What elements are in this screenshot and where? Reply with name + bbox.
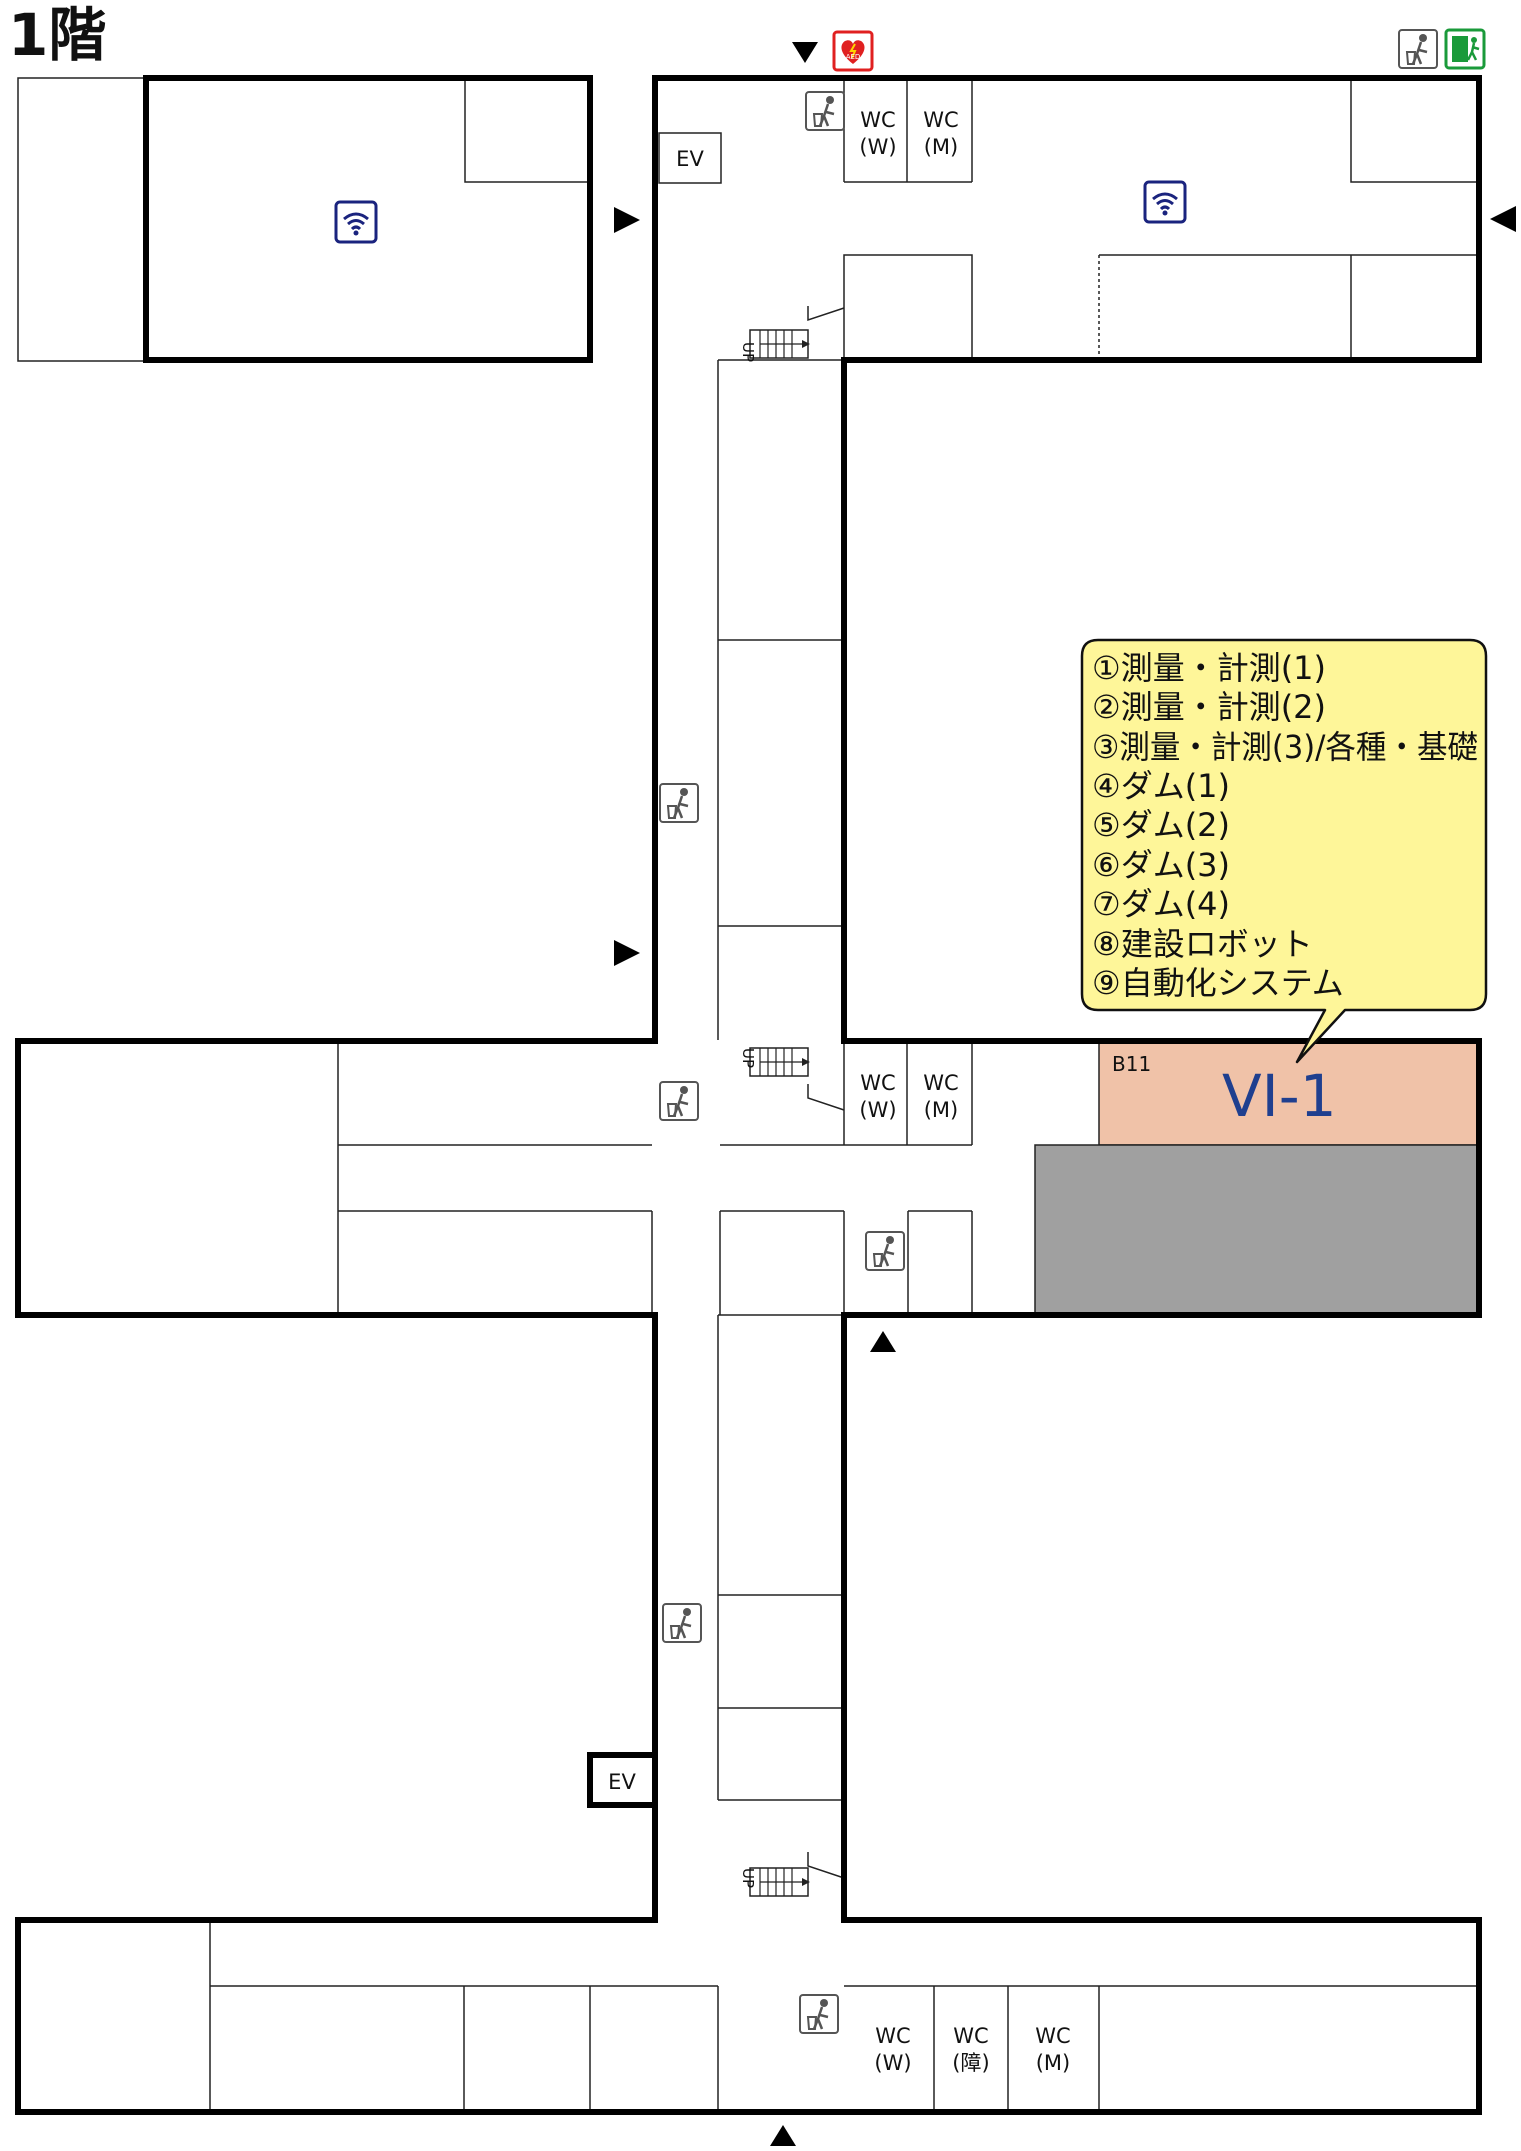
trash-icon [1397,28,1439,70]
trash-icon [864,1230,906,1272]
entrance-arrow-icon [870,1331,896,1352]
callout-item-4: ④ダム(1) [1092,767,1230,805]
wc-label: WC [923,1071,958,1095]
callout-item-5: ⑤ダム(2) [1092,806,1230,844]
wc-accessible-label: (障) [952,2051,989,2075]
room-b11-highlight[interactable] [1098,1041,1480,1146]
room-number-label: B11 [1112,1052,1151,1076]
interior-lines [17,77,1479,2112]
aed-label: AED [846,53,861,61]
stairs-up-label: UP [739,342,757,362]
trash-icon [658,1080,700,1122]
entrance-arrow-icon [770,2125,796,2146]
entrance-arrow-icon [1490,206,1516,232]
wc-w-label: (W) [859,135,896,159]
wc-m-label: (M) [924,135,959,159]
gray-block [1034,1144,1480,1316]
floor-title: 1階 [8,1,106,69]
wifi-icon [334,200,378,244]
entrance-arrow-icon [614,940,640,966]
trash-icon [658,782,700,824]
wc-w-label: (W) [874,2051,911,2075]
wc-label: WC [875,2024,910,2048]
trash-icon [804,90,846,132]
entrance-arrow-icon [614,207,640,233]
stairs-bottom[interactable]: UP [739,1867,811,1897]
wc-label: WC [1035,2024,1070,2048]
stairs-up-label: UP [739,1048,757,1068]
callout-item-3: ③測量・計測(3)/各種・基礎 [1092,728,1478,766]
venue-code-label: VI-1 [1222,1062,1337,1130]
entrance-arrow-icon [792,42,818,63]
stairs-middle[interactable]: UP [739,1047,811,1077]
wc-m-label: (M) [924,1098,959,1122]
callout-item-6: ⑥ダム(3) [1092,846,1230,884]
callout-item-9: ⑨自動化システム [1092,964,1344,1002]
outer-walls [15,75,1482,2115]
aed-icon: AED [832,30,874,72]
callout-item-1: ①測量・計測(1) [1092,649,1326,687]
ev-label-lower: EV [608,1770,636,1794]
callout-item-8: ⑧建設ロボット [1092,925,1313,963]
trash-icon [798,1993,840,2035]
wc-w-label: (W) [859,1098,896,1122]
emergency-exit-icon [1444,28,1486,70]
callout-item-2: ②測量・計測(2) [1092,688,1326,726]
exhibit-callout: ①測量・計測(1) ②測量・計測(2) ③測量・計測(3)/各種・基礎 ④ダム(… [1080,638,1488,1064]
wifi-icon [1143,180,1187,224]
wc-label: WC [860,108,895,132]
ev-label-top: EV [676,147,704,171]
stairs-up-label: UP [739,1868,757,1888]
callout-item-7: ⑦ダム(4) [1092,885,1230,923]
stairs-top[interactable]: UP [739,329,811,362]
wc-label: WC [923,108,958,132]
wc-label: WC [953,2024,988,2048]
wc-m-label: (M) [1036,2051,1071,2075]
trash-icon [661,1602,703,1644]
wc-label: WC [860,1071,895,1095]
